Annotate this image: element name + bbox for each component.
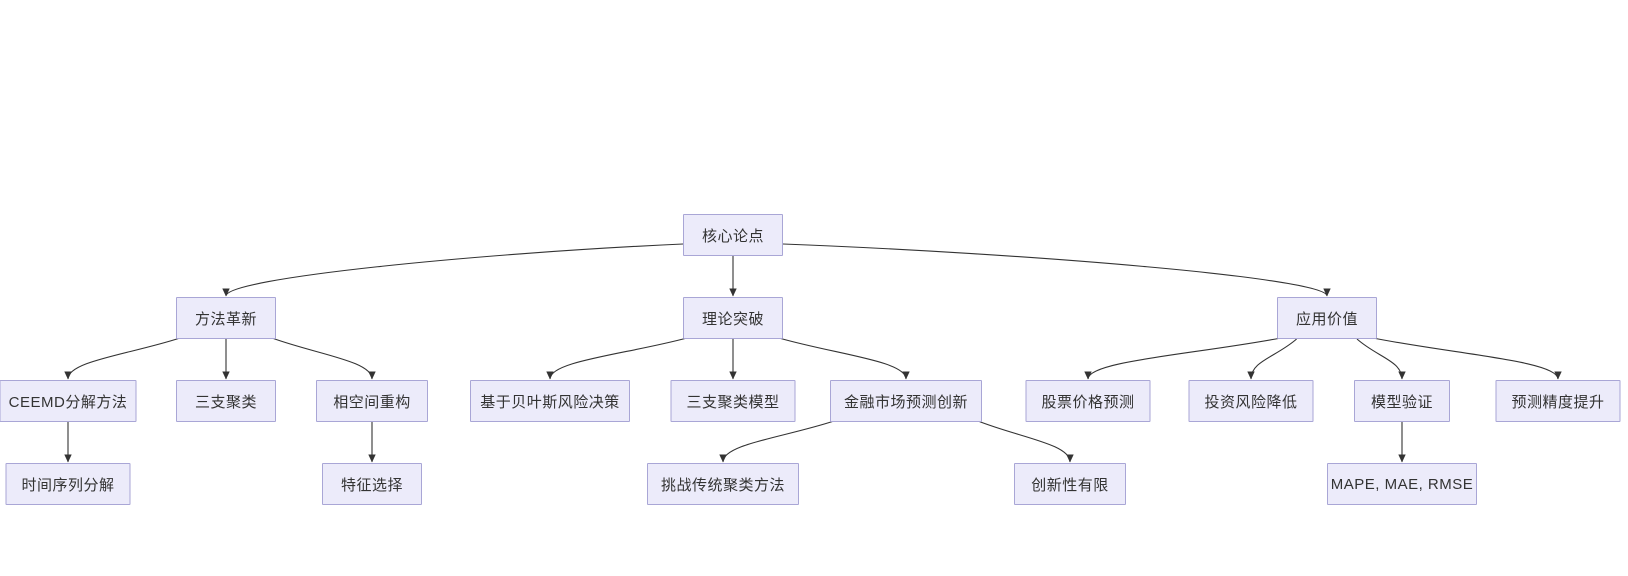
node-label-application: 应用价值: [1295, 310, 1358, 328]
edge-application-to-validation: [1356, 338, 1406, 380]
node-twmodel: 三支聚类模型: [670, 380, 796, 422]
edge-application-to-accuracy: [1372, 337, 1562, 380]
node-label-root: 核心论点: [701, 227, 764, 245]
node-label-bayes: 基于贝叶斯风险决策: [480, 393, 620, 411]
node-application: 应用价值: [1277, 297, 1377, 339]
edge-root-to-application: [782, 243, 1331, 297]
node-label-stock: 股票价格预测: [1041, 393, 1135, 411]
node-theory: 理论突破: [683, 297, 783, 339]
node-phase: 相空间重构: [316, 380, 428, 422]
node-method: 方法革新: [176, 297, 276, 339]
node-label-ceemd: CEEMD分解方法: [8, 393, 128, 411]
node-label-theory: 理论突破: [701, 310, 764, 328]
node-label-method: 方法革新: [194, 310, 257, 328]
edge-fininno-to-challenge: [719, 420, 835, 463]
node-label-metrics: MAPE, MAE, RMSE: [1330, 475, 1474, 493]
edge-method-to-ceemd: [64, 337, 181, 380]
node-label-accuracy: 预测精度提升: [1511, 393, 1605, 411]
node-label-twmodel: 三支聚类模型: [686, 393, 780, 411]
node-ceemd: CEEMD分解方法: [0, 380, 137, 422]
node-label-feature: 特征选择: [340, 476, 403, 494]
edge-application-to-stock: [1084, 337, 1282, 380]
edge-method-to-phase: [271, 337, 376, 380]
node-label-novelty: 创新性有限: [1031, 476, 1109, 494]
node-label-threeway: 三支聚类: [194, 393, 257, 411]
node-risk: 投资风险降低: [1188, 380, 1314, 422]
node-challenge: 挑战传统聚类方法: [647, 463, 799, 505]
node-label-validation: 模型验证: [1370, 393, 1433, 411]
node-bayes: 基于贝叶斯风险决策: [470, 380, 630, 422]
node-root: 核心论点: [683, 214, 783, 256]
edge-root-to-method: [222, 243, 684, 297]
node-metrics: MAPE, MAE, RMSE: [1327, 463, 1477, 505]
node-label-risk: 投资风险降低: [1204, 393, 1298, 411]
node-accuracy: 预测精度提升: [1495, 380, 1621, 422]
node-label-tsdecomp: 时间序列分解: [21, 476, 115, 494]
node-label-phase: 相空间重构: [333, 393, 411, 411]
node-tsdecomp: 时间序列分解: [5, 463, 131, 505]
node-feature: 特征选择: [322, 463, 422, 505]
node-stock: 股票价格预测: [1025, 380, 1151, 422]
node-validation: 模型验证: [1354, 380, 1450, 422]
edge-theory-to-bayes: [546, 337, 688, 380]
edge-application-to-risk: [1247, 338, 1297, 380]
edge-fininno-to-novelty: [977, 420, 1074, 463]
node-label-fininno: 金融市场预测创新: [843, 393, 968, 411]
node-label-challenge: 挑战传统聚类方法: [660, 476, 785, 494]
edge-theory-to-fininno: [778, 337, 910, 380]
node-novelty: 创新性有限: [1014, 463, 1126, 505]
node-threeway: 三支聚类: [176, 380, 276, 422]
node-fininno: 金融市场预测创新: [830, 380, 982, 422]
